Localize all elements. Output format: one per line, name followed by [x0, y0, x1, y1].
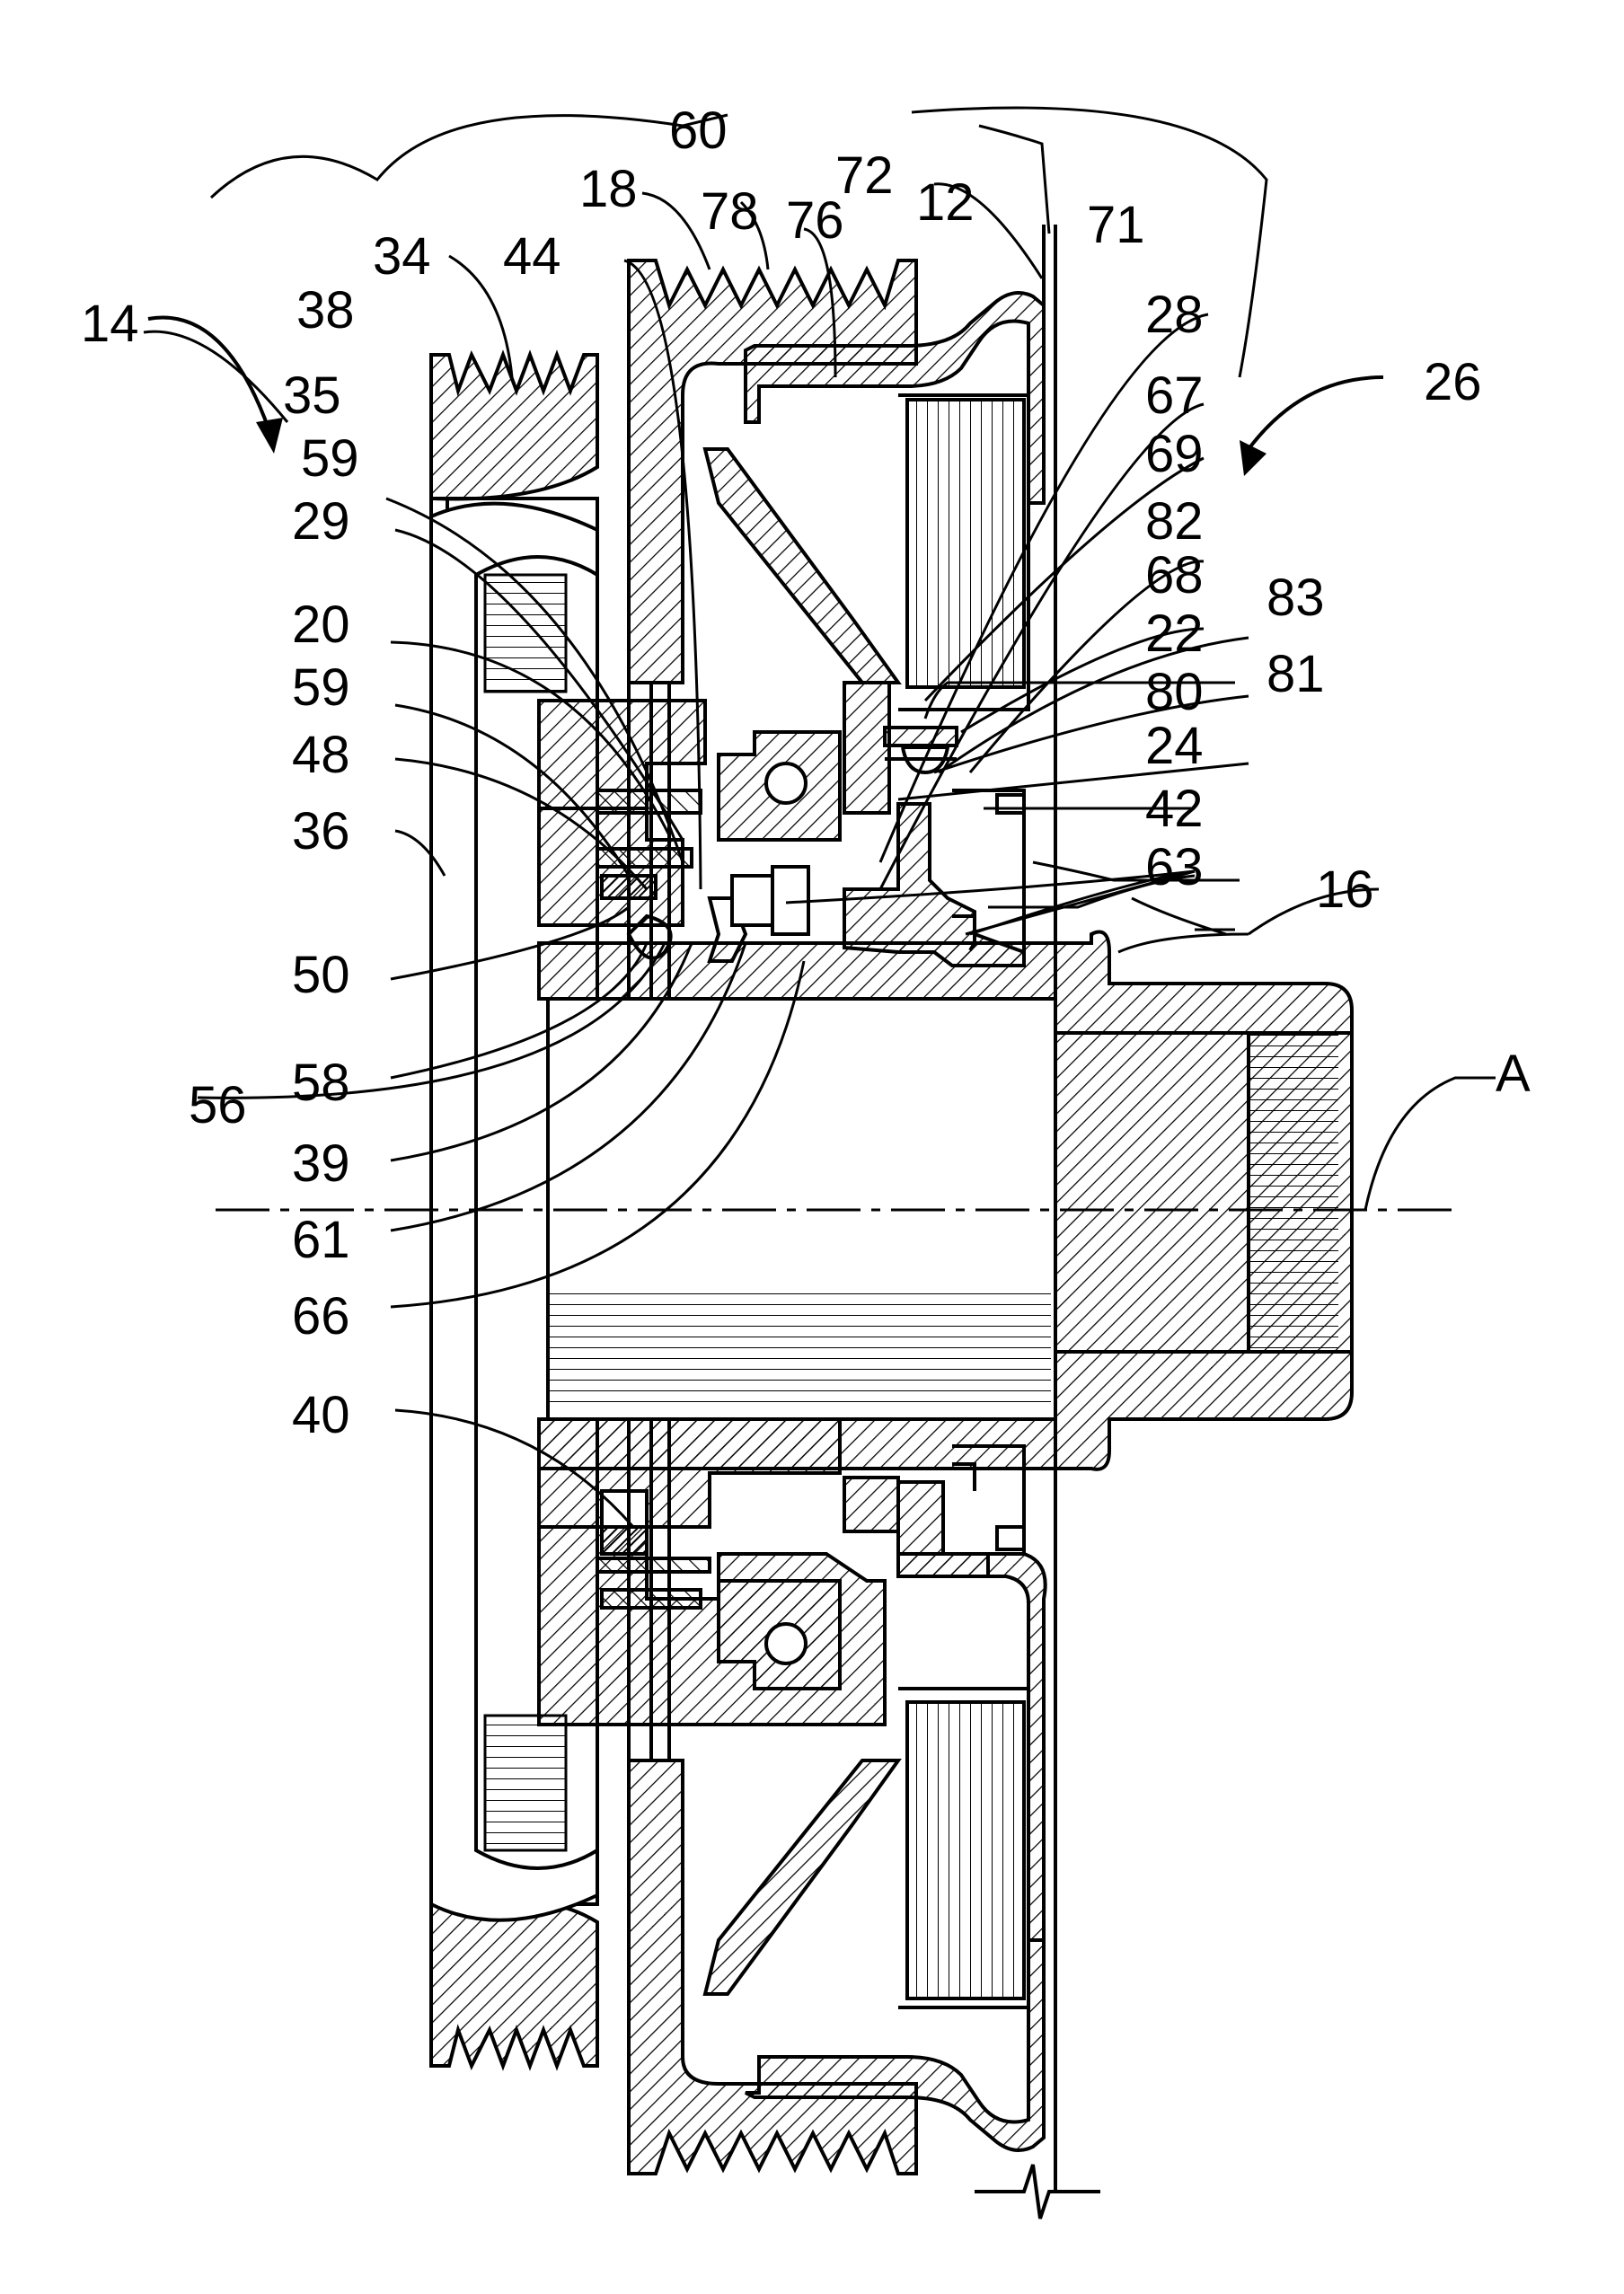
label-22: 22: [1145, 604, 1204, 663]
label-76: 76: [786, 191, 844, 250]
label-48: 48: [292, 726, 350, 784]
label-34: 34: [373, 227, 431, 286]
label-39: 39: [292, 1134, 350, 1193]
label-61: 61: [292, 1211, 350, 1269]
label-44: 44: [503, 227, 561, 286]
label-20: 20: [292, 596, 350, 654]
label-18: 18: [579, 160, 638, 218]
label-35: 35: [283, 366, 341, 425]
label-12: 12: [916, 173, 975, 232]
hub-upper: [539, 683, 1024, 966]
label-16: 16: [1316, 860, 1374, 919]
shaft-stub: [539, 932, 1352, 1469]
label-59-upper: 59: [301, 429, 359, 488]
label-80: 80: [1145, 663, 1204, 721]
label-29: 29: [292, 492, 350, 551]
label-67: 67: [1145, 366, 1204, 425]
label-71: 71: [1087, 196, 1145, 254]
label-56: 56: [189, 1076, 247, 1134]
label-24: 24: [1145, 717, 1204, 775]
label-82: 82: [1145, 492, 1204, 551]
label-42: 42: [1145, 780, 1204, 838]
label-78: 78: [701, 182, 759, 241]
label-68: 68: [1145, 546, 1204, 604]
label-38: 38: [296, 281, 355, 340]
label-83: 83: [1267, 569, 1325, 627]
label-59-lower: 59: [292, 658, 350, 717]
label-66: 66: [292, 1287, 350, 1346]
label-50: 50: [292, 946, 350, 1004]
label-72: 72: [835, 146, 894, 205]
label-40: 40: [292, 1386, 350, 1444]
label-60: 60: [669, 101, 728, 160]
label-81: 81: [1267, 645, 1325, 703]
label-26: 26: [1424, 353, 1482, 411]
label-14: 14: [81, 295, 139, 353]
label-36: 36: [292, 802, 350, 860]
label-69: 69: [1145, 425, 1204, 483]
label-A: A: [1496, 1045, 1531, 1103]
label-58: 58: [292, 1054, 350, 1112]
label-28: 28: [1145, 286, 1204, 344]
label-63: 63: [1145, 838, 1204, 896]
